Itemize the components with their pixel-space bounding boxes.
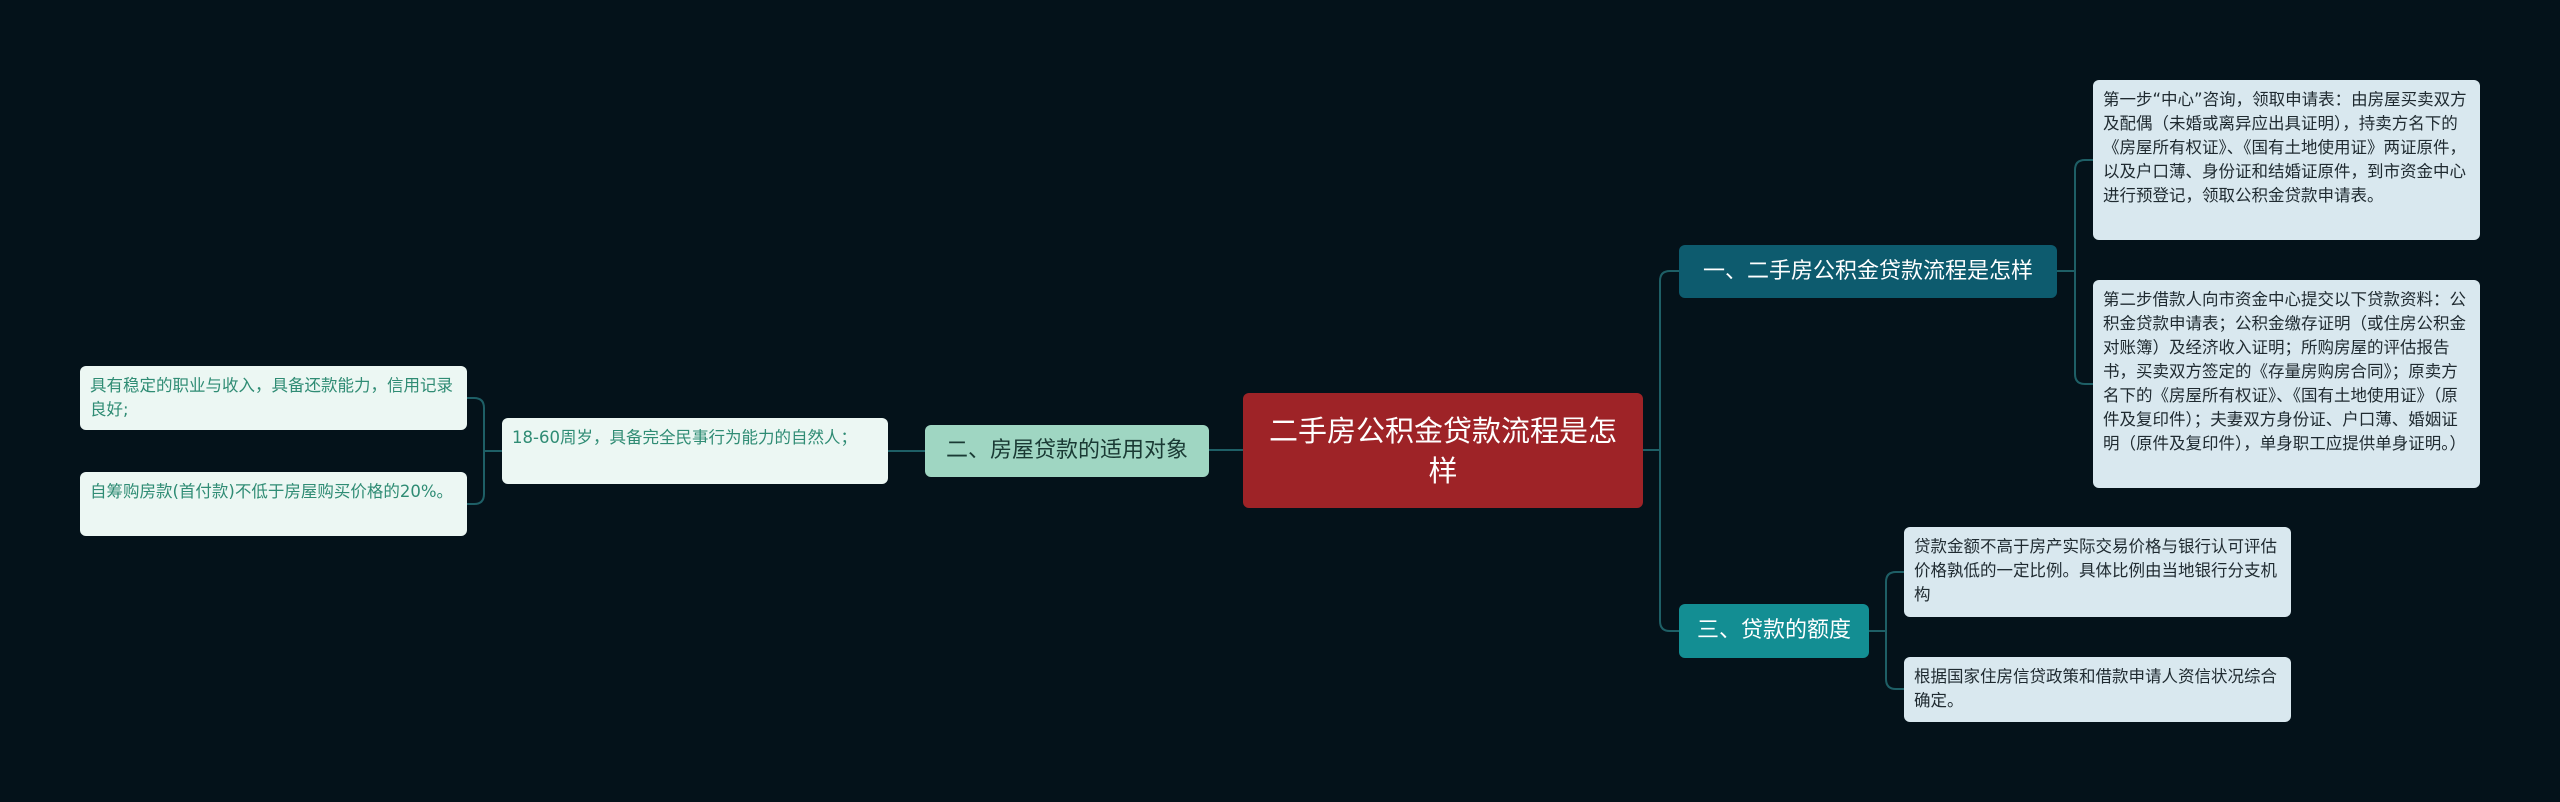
- root-topic[interactable]: 二手房公积金贷款流程是怎样: [1243, 393, 1643, 508]
- connector-branch-3-leaves: [1869, 571, 1904, 690]
- leaf-down-payment[interactable]: 自筹购房款(首付款)不低于房屋购买价格的20%。: [80, 472, 467, 536]
- connector-branch-1-leaves: [2057, 159, 2093, 385]
- leaf-amount-policy-text: 根据国家住房信贷政策和借款申请人资信状况综合确定。: [1914, 667, 2277, 710]
- leaf-step-one-text: 第一步“中心”咨询，领取申请表：由房屋买卖双方及配偶（未婚或离异应出具证明），持…: [2103, 90, 2467, 205]
- leaf-amount-policy[interactable]: 根据国家住房信贷政策和借款申请人资信状况综合确定。: [1904, 657, 2291, 722]
- root-topic-label: 二手房公积金贷款流程是怎样: [1268, 413, 1617, 488]
- leaf-stable-income[interactable]: 具有稳定的职业与收入，具备还款能力，信用记录良好;: [80, 366, 467, 430]
- leaf-down-payment-text: 自筹购房款(首付款)不低于房屋购买价格的20%。: [90, 482, 454, 501]
- connector-root-branch-1: [1643, 270, 1679, 451]
- leaf-age-requirement[interactable]: 18-60周岁，具备完全民事行为能力的自然人；: [502, 418, 888, 484]
- leaf-age-requirement-text: 18-60周岁，具备完全民事行为能力的自然人；: [512, 428, 857, 447]
- branch-applicable-persons[interactable]: 二、房屋贷款的适用对象: [925, 425, 1209, 477]
- branch-applicable-persons-label: 二、房屋贷款的适用对象: [945, 438, 1188, 463]
- branch-loan-amount[interactable]: 三、贷款的额度: [1679, 604, 1869, 658]
- branch-loan-process-label: 一、二手房公积金贷款流程是怎样: [1702, 259, 2033, 284]
- leaf-step-one[interactable]: 第一步“中心”咨询，领取申请表：由房屋买卖双方及配偶（未婚或离异应出具证明），持…: [2093, 80, 2480, 240]
- connector-root-branch-3: [1659, 450, 1679, 632]
- leaf-amount-ratio[interactable]: 贷款金额不高于房产实际交易价格与银行认可评估价格孰低的一定比例。具体比例由当地银…: [1904, 527, 2291, 617]
- leaf-step-two-text: 第二步借款人向市资金中心提交以下贷款资料：公积金贷款申请表；公积金缴存证明（或住…: [2103, 290, 2466, 453]
- branch-loan-process[interactable]: 一、二手房公积金贷款流程是怎样: [1679, 245, 2057, 298]
- leaf-amount-ratio-text: 贷款金额不高于房产实际交易价格与银行认可评估价格孰低的一定比例。具体比例由当地银…: [1914, 537, 2277, 604]
- connector-mid-leaves: [467, 397, 502, 505]
- branch-loan-amount-label: 三、贷款的额度: [1696, 618, 1851, 643]
- leaf-stable-income-text: 具有稳定的职业与收入，具备还款能力，信用记录良好;: [90, 376, 453, 419]
- leaf-step-two[interactable]: 第二步借款人向市资金中心提交以下贷款资料：公积金贷款申请表；公积金缴存证明（或住…: [2093, 280, 2480, 488]
